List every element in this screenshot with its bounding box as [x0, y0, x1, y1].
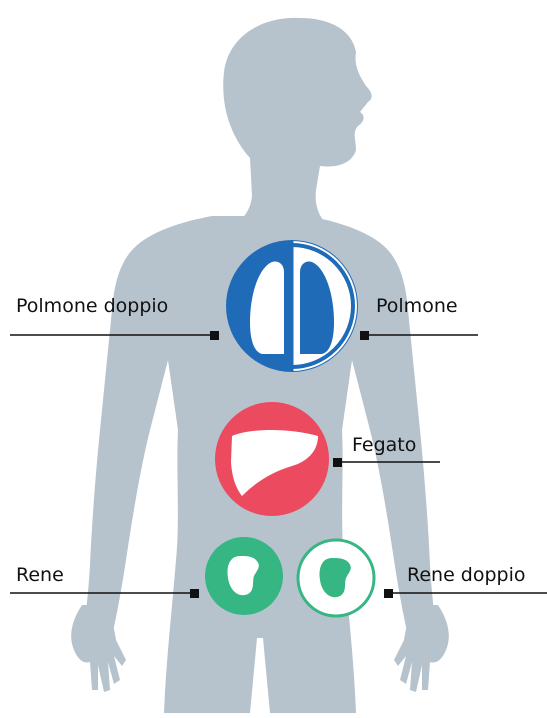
left-hand — [71, 605, 126, 692]
lungs-icon — [226, 240, 358, 372]
marker-double-lung — [210, 331, 219, 340]
label-double-kidney: Rene doppio — [407, 564, 526, 586]
label-single-lung: Polmone — [376, 295, 458, 317]
marker-single-lung — [360, 331, 369, 340]
marker-squares — [190, 331, 393, 598]
head-and-neck — [223, 17, 372, 227]
marker-double-kidney — [384, 589, 393, 598]
liver-icon — [215, 402, 329, 516]
kidney-icon — [205, 537, 283, 615]
right-hand — [394, 605, 449, 692]
leader-lines — [10, 334, 547, 594]
label-liver: Fegato — [352, 434, 417, 456]
kidney-outline-icon — [296, 538, 376, 618]
marker-liver — [333, 458, 342, 467]
label-double-lung: Polmone doppio — [16, 295, 169, 317]
label-kidney: Rene — [16, 564, 64, 586]
marker-kidney — [190, 589, 199, 598]
